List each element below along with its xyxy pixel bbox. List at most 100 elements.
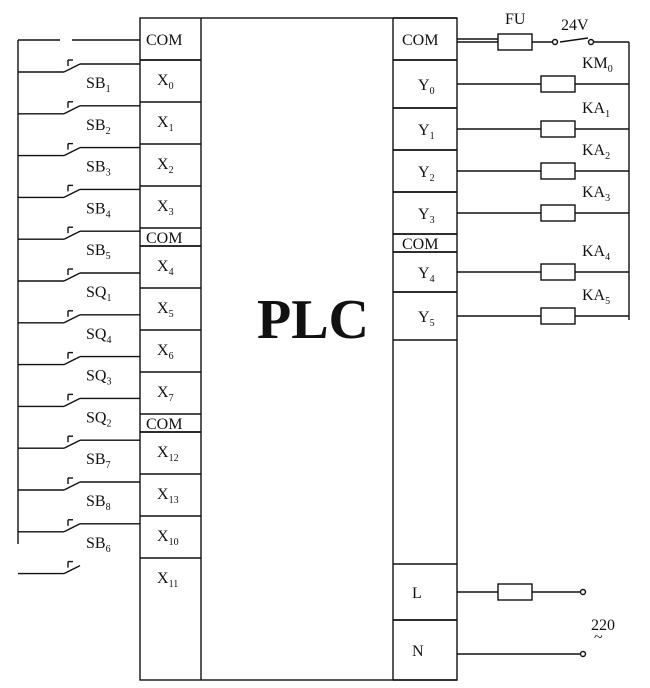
input-device-label-sb1: SB1 — [86, 75, 111, 95]
input-switch-row: SB7 — [18, 435, 140, 471]
switch-contact — [63, 314, 81, 324]
output-load-row: KA3 — [457, 184, 629, 222]
switch-contact — [63, 230, 81, 240]
input-switch-row: SQ2 — [18, 393, 140, 429]
output-terminal-n: N — [412, 643, 424, 660]
switch-contact — [63, 188, 81, 199]
output-load-row: KA5 — [457, 287, 629, 325]
output-terminal-y2: Y2 — [418, 164, 435, 184]
output-terminal-y3: Y3 — [418, 206, 435, 226]
input-device-label-sb6: SB6 — [86, 535, 111, 555]
input-com-terminal: COM — [146, 416, 182, 433]
switch-contact — [63, 355, 81, 366]
input-terminal-x6: X6 — [157, 342, 174, 362]
input-device-label-sb8: SB8 — [86, 493, 111, 513]
output-terminal-y4: Y4 — [418, 265, 435, 285]
input-switch-row: SQ1 — [18, 268, 140, 304]
input-terminal-x5: X5 — [157, 300, 174, 320]
input-switch-row: SB6 — [18, 519, 140, 555]
ac-supply — [457, 583, 587, 658]
fuse-dc — [497, 33, 533, 51]
input-switch-row: SB8 — [18, 477, 140, 513]
load-coil — [540, 263, 576, 281]
input-device-label-sq3: SQ3 — [86, 368, 111, 388]
plc-label: PLC — [257, 289, 369, 351]
input-device-label-sq1: SQ1 — [86, 284, 111, 304]
input-switch-row: SQ4 — [18, 310, 140, 346]
input-device-label-sb3: SB3 — [86, 159, 111, 179]
switch-contact — [63, 146, 81, 157]
fuse-label: FU — [505, 11, 526, 28]
input-device-label-sq4: SQ4 — [86, 326, 111, 346]
load-coil — [540, 204, 576, 222]
output-load-label-ka1: KA1 — [582, 100, 610, 120]
input-terminal-x0: X0 — [157, 72, 174, 92]
dc-supply-terminal-right — [587, 38, 595, 46]
fuse-ac — [497, 583, 533, 601]
plc-body — [139, 17, 458, 681]
output-load-label-ka2: KA2 — [582, 142, 610, 162]
input-device-label-sb2: SB2 — [86, 117, 111, 137]
switch-contact — [63, 105, 81, 115]
ac-supply-terminal-l — [579, 588, 587, 596]
load-coil — [540, 162, 576, 180]
output-load-label-ka5: KA5 — [582, 287, 610, 307]
ac-supply-symbol: ~ — [594, 629, 603, 646]
input-switch-row: SB1 — [18, 59, 140, 95]
input-terminal-x2: X2 — [157, 156, 174, 176]
input-switch-row: SB4 — [18, 184, 140, 220]
input-com-terminal: COM — [146, 230, 182, 247]
input-device-label-sq2: SQ2 — [86, 409, 111, 429]
dc-supply-terminal — [551, 38, 559, 46]
switch-contact — [63, 523, 81, 533]
switch-contact — [63, 272, 81, 282]
input-device-label-sb7: SB7 — [86, 451, 111, 471]
input-switch-row: SB5 — [18, 226, 140, 262]
input-terminal-x4: X4 — [157, 258, 174, 278]
output-terminal-y1: Y1 — [418, 122, 435, 142]
output-terminal-l: L — [412, 585, 422, 602]
ac-supply-label: 220 — [591, 617, 615, 634]
switch-contact — [63, 481, 81, 491]
output-load-row: KA4 — [457, 243, 629, 281]
input-switch-row: SB3 — [18, 142, 140, 179]
input-device-label-sb5: SB5 — [86, 242, 111, 262]
output-terminal-y5: Y5 — [418, 309, 435, 329]
switch-contact — [63, 63, 81, 73]
switch-contact — [63, 439, 81, 449]
output-load-row: KA1 — [457, 100, 629, 138]
dc-supply-switch — [559, 37, 589, 43]
output-com-terminal: COM — [402, 236, 438, 253]
output-load-row: KA2 — [457, 142, 629, 180]
input-terminal-x13: X13 — [157, 486, 179, 506]
dc-supply — [457, 33, 630, 320]
output-load-label-ka3: KA3 — [582, 184, 610, 204]
switch-contact — [63, 564, 81, 575]
input-terminal-x7: X7 — [157, 384, 174, 404]
input-terminal-x3: X3 — [157, 198, 174, 218]
output-com-terminal: COM — [402, 32, 438, 49]
input-terminal-x10: X10 — [157, 528, 179, 548]
output-load-row: KM0 — [457, 55, 629, 93]
load-coil — [540, 120, 576, 138]
load-coil — [540, 307, 576, 325]
input-terminal-x1: X1 — [157, 114, 174, 134]
dc-supply-label: 24V — [561, 17, 589, 34]
input-switch-row: SB2 — [18, 101, 140, 137]
output-load-label-km0: KM0 — [582, 55, 613, 75]
load-coil — [540, 75, 576, 93]
input-switch-row — [18, 560, 81, 575]
ac-supply-terminal-n — [579, 650, 587, 658]
input-switch-row: SQ3 — [18, 351, 140, 388]
input-terminal-x11: X11 — [157, 570, 178, 590]
input-com-terminal: COM — [146, 32, 182, 49]
input-device-label-sb4: SB4 — [86, 200, 111, 220]
output-load-label-ka4: KA4 — [582, 243, 610, 263]
output-terminal-y0: Y0 — [418, 77, 435, 97]
input-terminal-x12: X12 — [157, 444, 179, 464]
